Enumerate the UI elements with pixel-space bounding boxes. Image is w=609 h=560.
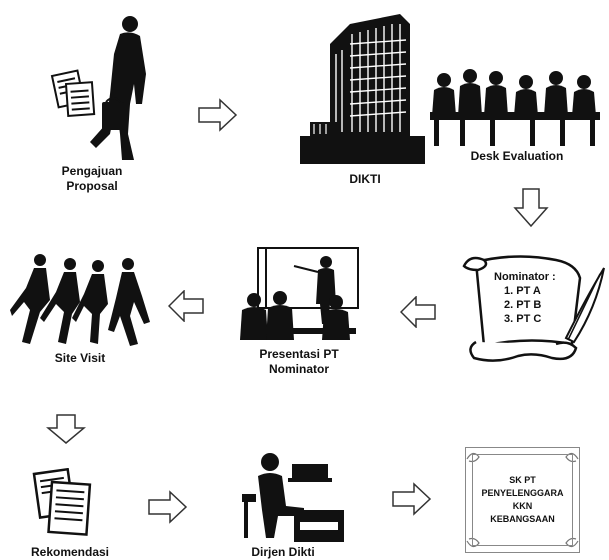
arrow-right-1 <box>198 98 238 132</box>
arrow-left-icon <box>168 290 204 322</box>
arrow-down-1 <box>513 188 549 228</box>
arrow-down-2 <box>46 414 86 444</box>
sk-line3: KKN <box>512 501 533 511</box>
dirjen-dikti-node <box>238 450 348 542</box>
walking-group-icon <box>10 254 150 346</box>
meeting-table-icon <box>430 69 600 146</box>
dikti-node <box>300 14 425 164</box>
sk-text: SK PT PENYELENGGARA KKN KEBANGSAAN <box>481 474 563 526</box>
nominator-item-1: 1. PT A <box>504 285 541 297</box>
arrow-right-icon <box>392 482 432 516</box>
sk-line2: PENYELENGGARA <box>481 488 564 498</box>
sk-line4: KEBANGSAAN <box>490 514 555 524</box>
nominator-title: Nominator : <box>494 271 556 283</box>
arrow-right-icon <box>198 98 238 132</box>
presentation-audience-icon <box>240 247 359 340</box>
site-visit-node <box>10 252 160 348</box>
arrow-right-3 <box>392 482 432 516</box>
arrow-left-2 <box>168 290 204 322</box>
office-building-icon <box>300 14 425 164</box>
pengajuan-proposal-label: Pengajuan Proposal <box>42 164 142 194</box>
arrow-right-2 <box>148 490 188 524</box>
presentasi-label-line1: Presentasi PT <box>259 347 339 361</box>
sk-line1: SK PT <box>509 475 536 485</box>
presentasi-label: Presentasi PT Nominator <box>244 347 354 377</box>
arrow-left-icon <box>400 296 436 328</box>
site-visit-label: Site Visit <box>54 351 106 365</box>
arrow-right-icon <box>148 490 188 524</box>
arrow-down-icon <box>46 414 86 444</box>
arrow-left-1 <box>400 296 436 328</box>
arrow-down-icon <box>513 188 549 228</box>
sk-certificate-frame: SK PT PENYELENGGARA KKN KEBANGSAAN <box>465 447 580 553</box>
pengajuan-label-line1: Pengajuan <box>61 164 123 178</box>
dikti-label: DIKTI <box>349 172 381 186</box>
scroll-with-quill-icon <box>462 255 605 362</box>
rekomendasi-label: Rekomendasi <box>30 545 110 559</box>
sk-inner-border: SK PT PENYELENGGARA KKN KEBANGSAAN <box>472 454 573 546</box>
desk-evaluation-node <box>430 64 600 146</box>
dirjen-dikti-label: Dirjen Dikti <box>251 545 315 559</box>
businessman-with-documents-icon <box>50 16 146 160</box>
person-at-desk-icon <box>242 453 344 542</box>
nominator-list: 1. PT A 2. PT B 3. PT C <box>494 284 574 326</box>
nominator-scroll-node: Nominator : 1. PT A 2. PT B 3. PT C <box>456 248 606 366</box>
rekomendasi-node <box>30 468 98 540</box>
pengajuan-proposal-node <box>50 14 160 164</box>
desk-evaluation-label: Desk Evaluation <box>470 149 564 163</box>
nominator-text: Nominator : 1. PT A 2. PT B 3. PT C <box>494 270 574 326</box>
document-stack-icon <box>32 468 92 536</box>
nominator-item-2: 2. PT B <box>504 299 542 311</box>
nominator-item-3: 3. PT C <box>504 313 542 325</box>
presentasi-node <box>236 244 364 344</box>
presentasi-label-line2: Nominator <box>269 362 329 376</box>
pengajuan-label-line2: Proposal <box>66 179 118 193</box>
